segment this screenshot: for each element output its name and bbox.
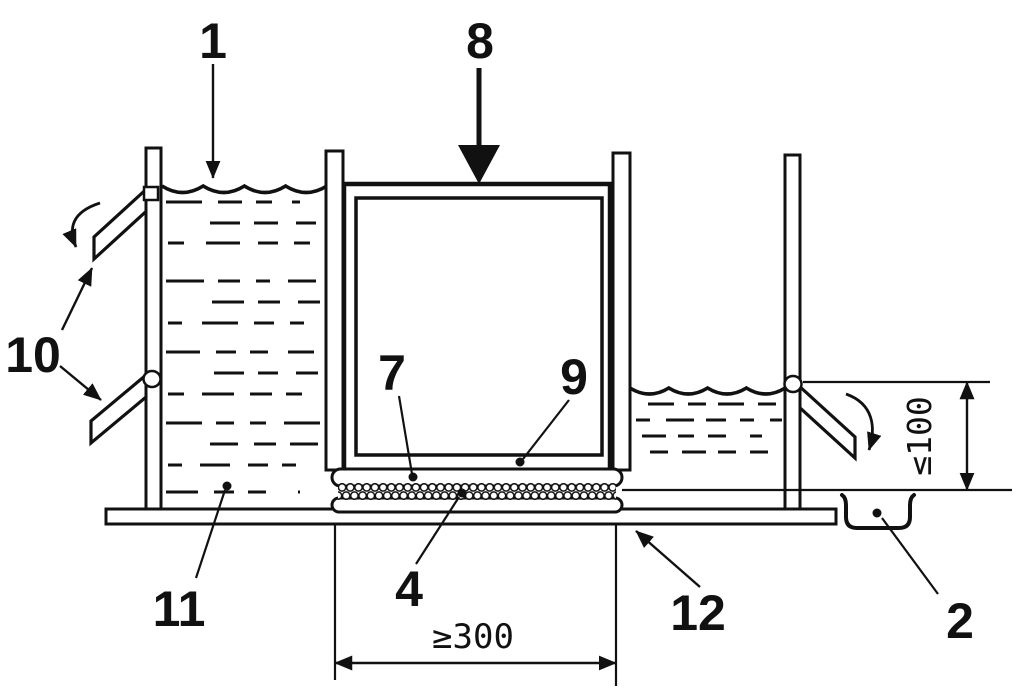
right-wall-post bbox=[783, 153, 802, 512]
label-12: 12 bbox=[670, 585, 726, 641]
reference-leaders bbox=[59, 64, 939, 595]
label-7-dot bbox=[408, 472, 418, 482]
overflow-flap-right bbox=[796, 381, 857, 462]
specimen-box bbox=[341, 181, 613, 473]
label-2: 2 bbox=[946, 593, 974, 649]
label-4-dot bbox=[457, 488, 467, 498]
label-11-leader bbox=[194, 489, 227, 579]
frame-right-post bbox=[611, 151, 632, 472]
label-4-leader bbox=[415, 496, 460, 565]
water-surface-left bbox=[161, 183, 328, 195]
rotation-arrow-left-icon bbox=[62, 201, 101, 248]
hinge-lower-left bbox=[142, 369, 162, 389]
label-9-dot bbox=[515, 457, 525, 467]
flap-hinges bbox=[142, 185, 803, 394]
hinge-right bbox=[783, 374, 803, 394]
rotation-arrow-right-icon bbox=[845, 392, 882, 451]
water-dashes-right bbox=[636, 402, 782, 454]
label-8: 8 bbox=[466, 13, 494, 69]
right-basin-water bbox=[629, 385, 787, 454]
seal-strip-bottom bbox=[330, 496, 624, 514]
label-10-arrow-upper bbox=[60, 267, 94, 331]
label-7: 7 bbox=[378, 345, 406, 401]
drip-tray bbox=[840, 493, 916, 530]
label-1: 1 bbox=[199, 13, 227, 69]
frame-posts bbox=[144, 146, 802, 512]
water-surface-right bbox=[629, 385, 787, 396]
hinge-upper-left bbox=[142, 185, 160, 202]
label-12-arrow bbox=[635, 530, 701, 588]
left-tank-water bbox=[161, 183, 328, 494]
granule-layer bbox=[338, 483, 616, 500]
label-10-arrow-lower bbox=[59, 365, 102, 401]
label-2-leader bbox=[881, 517, 939, 595]
label-9-leader bbox=[522, 399, 570, 460]
dimension-head: ≤100 bbox=[622, 380, 1012, 492]
overflow-flaps bbox=[89, 180, 857, 462]
label-2-dot bbox=[872, 508, 882, 518]
dim-text-300: ≥300 bbox=[432, 617, 514, 657]
sample-assembly bbox=[330, 467, 624, 514]
reference-labels: 1 8 10 7 9 4 11 12 2 bbox=[5, 13, 974, 649]
label-4: 4 bbox=[395, 561, 423, 617]
label-9: 9 bbox=[560, 349, 588, 405]
dimension-width: ≥300 bbox=[333, 524, 618, 686]
label-11: 11 bbox=[153, 581, 206, 637]
label-7-leader bbox=[397, 395, 414, 475]
tank-left-wall-post bbox=[144, 146, 163, 512]
label-11-dot bbox=[222, 481, 232, 491]
frame-left-post bbox=[324, 149, 345, 472]
label-10: 10 bbox=[5, 327, 61, 383]
dim-text-100: ≤100 bbox=[900, 396, 939, 475]
specimen-box-inner bbox=[354, 196, 604, 457]
water-dashes-left bbox=[166, 200, 320, 494]
load-arrow-head bbox=[458, 145, 500, 184]
